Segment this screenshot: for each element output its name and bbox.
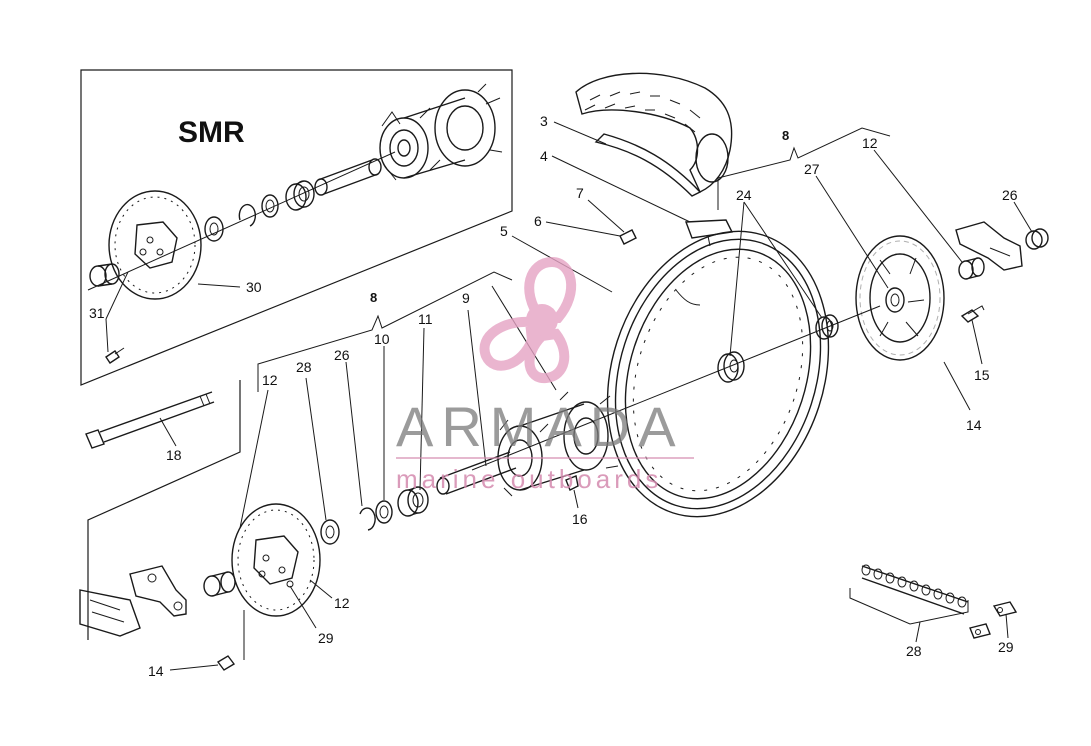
tyre — [575, 72, 733, 197]
caliper-bracket — [79, 565, 187, 637]
smr-disc-bolt — [105, 347, 125, 364]
rear-axle — [85, 391, 215, 449]
spacer-tube — [436, 451, 517, 495]
callout-21: 26 — [1002, 187, 1018, 203]
callout-5: 5 — [500, 223, 508, 239]
callout-15: 14 — [148, 663, 164, 679]
callout-11: 11 — [418, 311, 433, 327]
hub-bearing — [397, 486, 429, 517]
callout-8-lower: 8 — [370, 290, 377, 305]
circlip — [359, 507, 376, 531]
smr-spacer — [314, 158, 382, 196]
callout-10: 10 — [374, 331, 390, 347]
smr-seal-outer — [204, 216, 224, 242]
callout-27: 28 — [906, 643, 922, 659]
callout-7: 7 — [576, 185, 584, 201]
adjuster-nut — [1025, 228, 1049, 250]
callout-3: 3 — [540, 113, 548, 129]
callout-6: 6 — [534, 213, 542, 229]
wheel-bearing-left — [717, 351, 745, 383]
disc-bolt — [216, 655, 236, 671]
callout-31: 31 — [89, 305, 105, 321]
disc-spacer — [203, 571, 236, 597]
spoke-nipple — [619, 229, 637, 245]
callout-17: 15 — [974, 367, 990, 383]
armada-logo — [479, 256, 577, 384]
drive-chain — [861, 564, 969, 615]
wheel-bearing-right — [815, 314, 839, 340]
sprocket-bolt — [960, 305, 985, 323]
callout-18: 16 — [572, 511, 588, 527]
smr-inset-frame — [80, 69, 513, 386]
master-link — [969, 601, 1018, 639]
callout-16: 14 — [966, 417, 982, 433]
dust-seal — [320, 519, 340, 545]
tyre-tube — [594, 133, 702, 197]
smr-brake-disc — [108, 190, 202, 300]
callout-30: 30 — [246, 279, 262, 295]
smr-hub — [379, 83, 503, 181]
callout-20: 24 — [736, 187, 752, 203]
callout-14: 12 — [334, 595, 350, 611]
smr-seal — [261, 194, 279, 218]
axle-bracket-line — [87, 380, 241, 640]
smr-inset: SMR — [80, 69, 513, 386]
callout-24: 26 — [334, 347, 350, 363]
smr-circlip — [238, 203, 257, 227]
hub-bolt — [565, 475, 579, 491]
hub-seal — [375, 500, 393, 524]
armada-watermark: ARMADA marine outboards — [396, 256, 694, 494]
chain-adjuster — [955, 221, 1023, 280]
callout-4: 4 — [540, 148, 548, 164]
smr-bearing — [285, 180, 315, 211]
smr-axle-line — [87, 151, 396, 291]
callout-9: 9 — [462, 290, 470, 306]
callout-28: 29 — [998, 639, 1014, 655]
rear-hub — [497, 391, 619, 497]
callout-8-upper: 8 — [782, 128, 789, 143]
watermark-tagline: marine outboards — [396, 464, 662, 494]
watermark-name: ARMADA — [396, 395, 684, 458]
callout-26-upper: 27 — [804, 161, 820, 177]
rear-sprocket — [855, 235, 945, 361]
callout-19: 18 — [166, 447, 182, 463]
wheel-rim — [606, 230, 830, 518]
callout-26-lower: 28 — [296, 359, 312, 375]
smr-end-spacer — [89, 263, 120, 287]
callout-12-lower: 12 — [262, 372, 278, 388]
brake-disc — [231, 503, 321, 617]
smr-title: SMR — [178, 116, 245, 149]
callout-29: 29 — [318, 630, 334, 646]
callout-12-upper: 12 — [862, 135, 878, 151]
